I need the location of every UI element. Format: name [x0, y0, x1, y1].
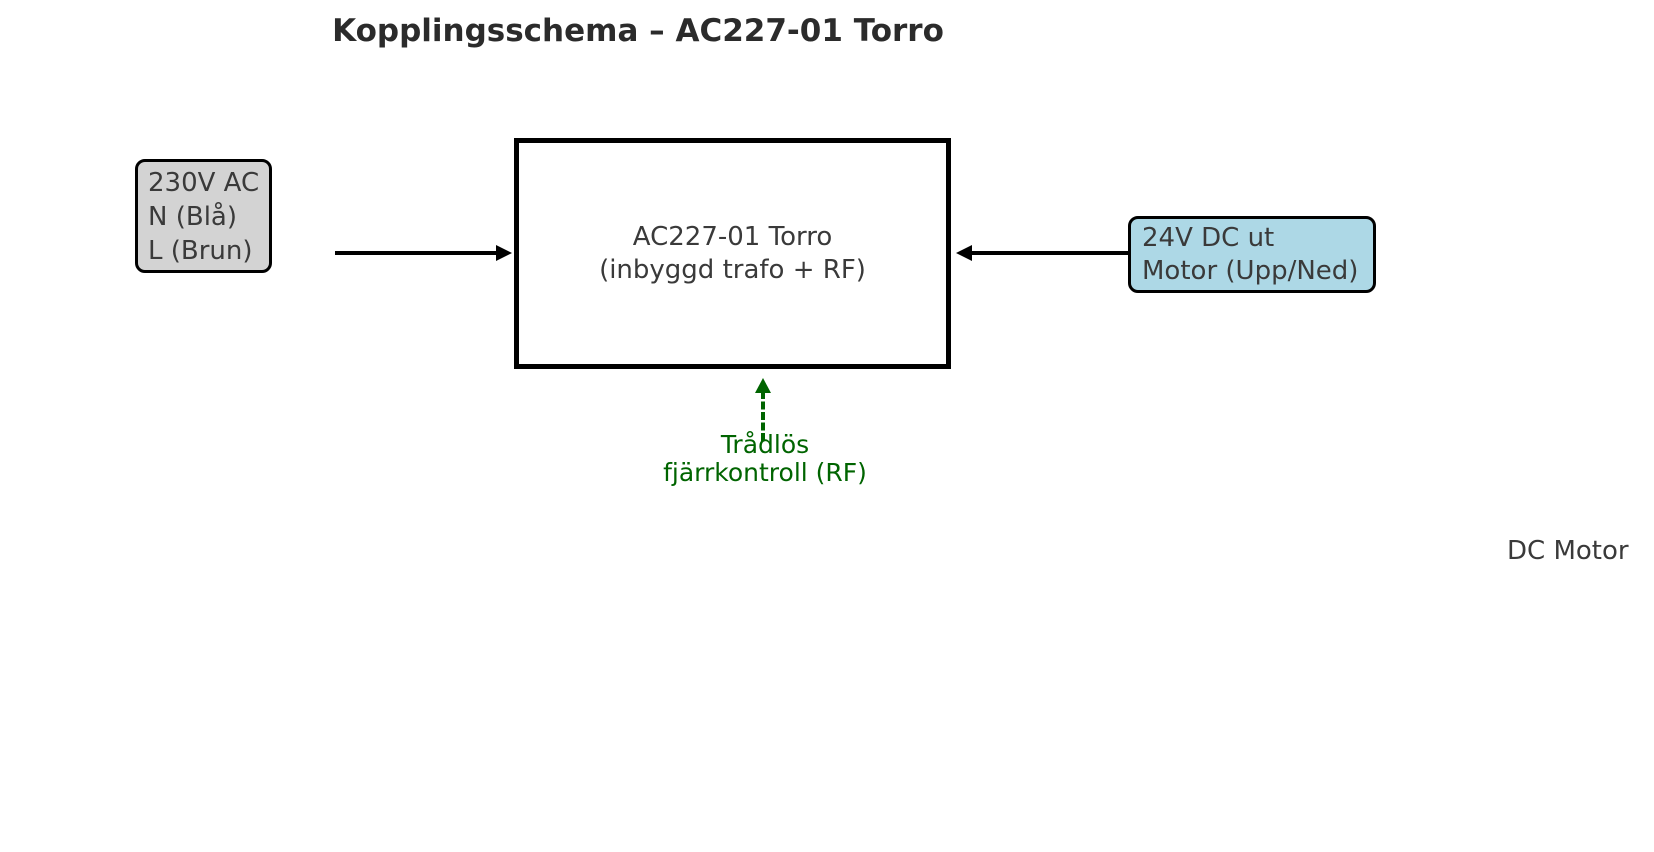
power-to-controller-arrow-line	[335, 251, 496, 255]
controller-line-2: (inbyggd trafo + RF)	[599, 254, 866, 285]
rf-remote-label-line-2: fjärrkontroll (RF)	[663, 458, 867, 487]
controller-box: AC227-01 Torro (inbyggd trafo + RF)	[514, 138, 951, 369]
dc-motor-label: DC Motor	[1507, 536, 1629, 566]
motor-output-line-2: Motor (Upp/Ned)	[1142, 256, 1359, 286]
motor-to-controller-arrow-line	[972, 251, 1128, 255]
rf-remote-label: Trådlös fjärrkontroll (RF)	[663, 431, 867, 487]
rf-arrowhead-icon	[755, 378, 771, 393]
motor-output-box: 24V DC ut Motor (Upp/Ned)	[1128, 216, 1376, 293]
power-input-box: 230V AC N (Blå) L (Brun)	[135, 159, 272, 273]
power-to-controller-arrowhead-icon	[496, 245, 512, 261]
power-input-line-1: 230V AC	[148, 168, 260, 198]
motor-output-line-1: 24V DC ut	[1142, 223, 1275, 253]
diagram-title: Kopplingsschema – AC227-01 Torro	[332, 13, 944, 49]
power-input-line-2: N (Blå)	[148, 202, 237, 232]
rf-dashed-line	[761, 391, 765, 441]
motor-to-controller-arrowhead-icon	[956, 245, 972, 261]
controller-line-1: AC227-01 Torro	[632, 221, 833, 252]
power-input-line-3: L (Brun)	[148, 236, 253, 266]
rf-remote-label-line-1: Trådlös	[720, 430, 810, 459]
